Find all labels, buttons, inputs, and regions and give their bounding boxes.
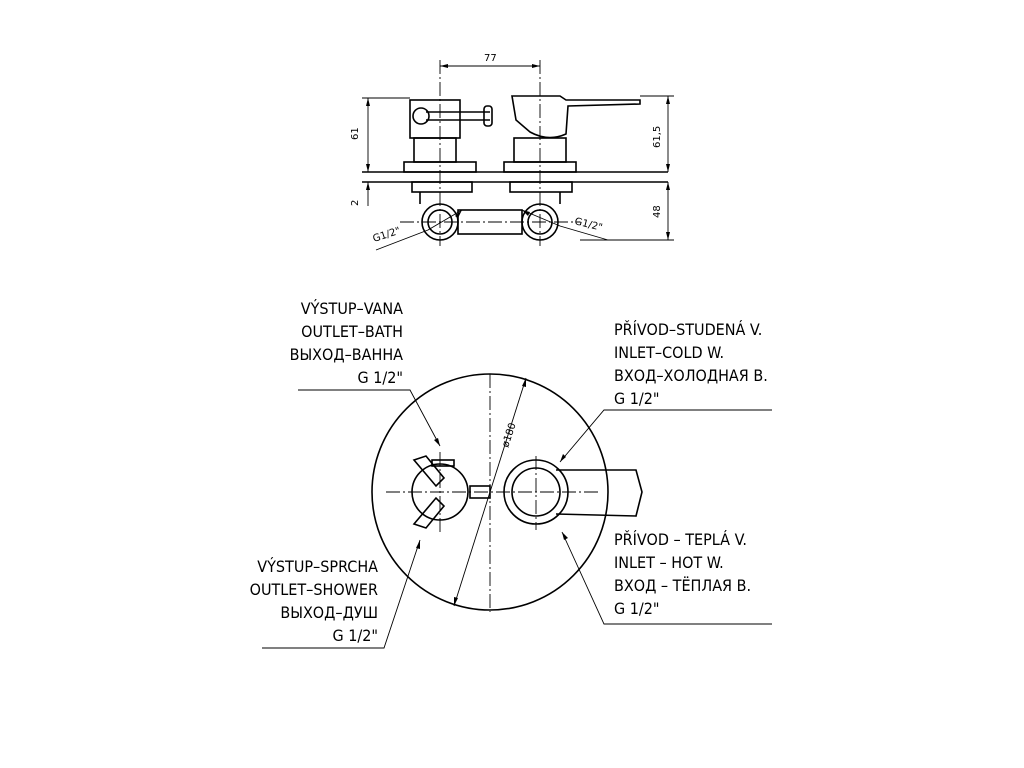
leader-inlet-cold	[559, 409, 772, 463]
label-line: ВЫХОД–ДУШ	[280, 603, 378, 622]
label-line: INLET – HOT W.	[614, 553, 724, 572]
dim-arrow	[434, 438, 440, 446]
label-inlet-hot: PŘÍVOD – TEPLÁ V. INLET – HOT W. ВХОД – …	[614, 530, 751, 618]
dim-arrow	[666, 96, 670, 104]
diverter-wing-upper	[412, 455, 446, 488]
dim-180-line	[453, 377, 527, 607]
label-line: VÝSTUP–VANA	[301, 299, 403, 318]
dim-arrow	[560, 454, 566, 462]
side-view: 77 61 2 61,5 48 G1/2" G1/2"	[350, 53, 674, 251]
leader-outlet-shower	[262, 539, 421, 649]
dim-77-text: 77	[484, 53, 497, 64]
label-line: VÝSTUP–SPRCHA	[257, 557, 378, 576]
leader-outlet-bath	[298, 389, 441, 447]
diverter-wing-lower	[412, 496, 446, 529]
dim-arrow	[532, 64, 540, 68]
label-line: PŘÍVOD–STUDENÁ V.	[614, 320, 762, 339]
diverter-knob	[409, 99, 461, 139]
front-view: ø180	[262, 373, 772, 649]
dim-arrow	[455, 210, 462, 218]
dim-arrow	[562, 532, 568, 540]
mixer-nut	[509, 181, 573, 193]
mixer-lever	[555, 469, 643, 517]
dim-61-5-text: 61,5	[652, 126, 663, 148]
dim-arrow	[454, 597, 458, 606]
label-line: OUTLET–BATH	[301, 322, 403, 341]
dim-arrow	[366, 98, 370, 106]
label-line: G 1/2"	[614, 599, 660, 618]
diverter-nut	[411, 181, 473, 193]
dim-arrow	[666, 164, 670, 172]
dim-180-text: ø180	[500, 422, 518, 449]
label-line: G 1/2"	[357, 368, 403, 387]
label-line: ВЫХОД–ВАННА	[290, 345, 404, 364]
label-inlet-cold: PŘÍVOD–STUDENÁ V. INLET–COLD W. ВХОД–ХОЛ…	[614, 320, 768, 408]
diverter-tab	[431, 459, 455, 467]
label-line: INLET–COLD W.	[614, 343, 724, 362]
label-line: G 1/2"	[332, 626, 378, 645]
dim-48-text: 48	[652, 205, 663, 218]
diverter-sleeve	[413, 137, 457, 163]
dim-arrow	[366, 182, 370, 190]
dim-arrow	[666, 182, 670, 190]
label-line: ВХОД – ТЁПЛАЯ В.	[614, 576, 751, 595]
label-line: ВХОД–ХОЛОДНАЯ В.	[614, 366, 768, 385]
diverter-lever-tip	[483, 105, 493, 127]
dim-61-text: 61	[350, 127, 361, 140]
label-line: G 1/2"	[614, 389, 660, 408]
label-line: OUTLET–SHOWER	[250, 580, 378, 599]
dim-2-text: 2	[350, 200, 361, 206]
dim-arrow	[416, 540, 420, 549]
leader-inlet-hot	[561, 531, 772, 625]
thread-leader-left	[375, 209, 463, 251]
diverter-lever-end	[412, 107, 430, 125]
label-outlet-shower: VÝSTUP–SPRCHA OUTLET–SHOWER ВЫХОД–ДУШ G …	[250, 557, 379, 645]
mixer-handle	[511, 95, 641, 139]
label-outlet-bath: VÝSTUP–VANA OUTLET–BATH ВЫХОД–ВАННА G 1/…	[290, 299, 404, 387]
thread-leader-right	[521, 209, 609, 241]
dim-arrow	[440, 64, 448, 68]
dim-arrow	[366, 164, 370, 172]
dim-arrow	[666, 232, 670, 240]
dim-arrow	[522, 378, 526, 387]
dim-arrow	[522, 210, 530, 216]
label-line: PŘÍVOD – TEPLÁ V.	[614, 530, 747, 549]
